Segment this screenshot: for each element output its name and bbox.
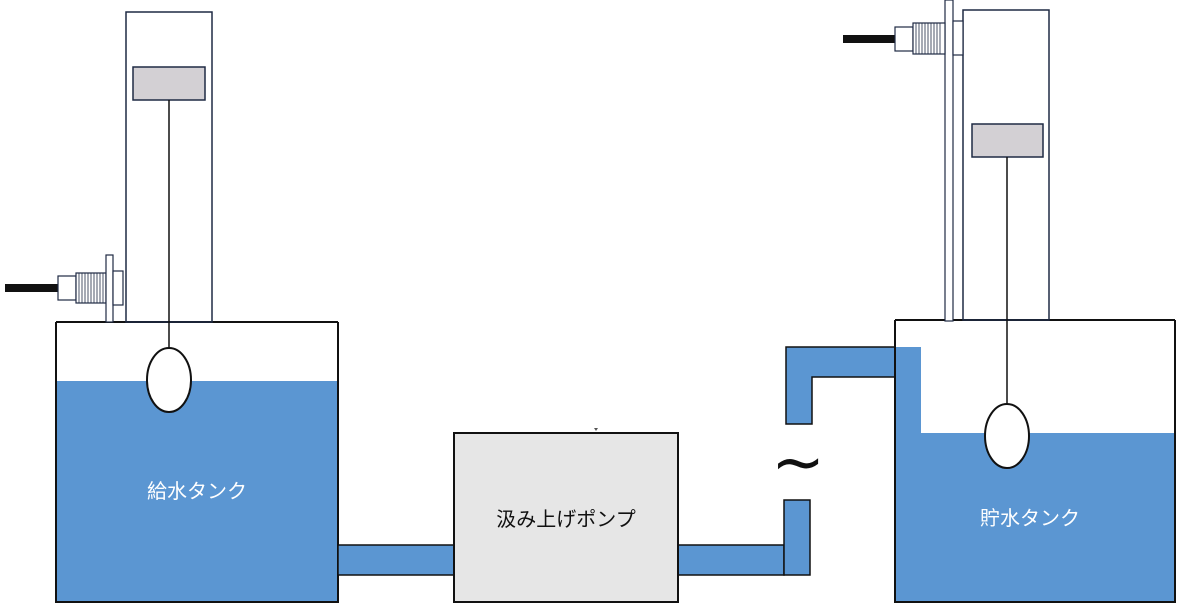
- supply-sensor-mount-plate: [105, 254, 114, 323]
- supply-float-ball: [146, 347, 192, 413]
- storage-sensor-body: [894, 26, 914, 52]
- supply-tank-water: [56, 381, 338, 602]
- supply-level-sensor: [5, 254, 124, 323]
- storage-float-head: [971, 123, 1044, 158]
- supply-float-head: [132, 66, 206, 101]
- pump-label: 汲み上げポンプ: [496, 507, 635, 531]
- storage-sensor-cable: [843, 35, 897, 43]
- pipe-riser-upper: [785, 346, 896, 425]
- supply-sensor-nut: [112, 270, 124, 306]
- supply-tank-label: 給水タンク: [147, 479, 247, 503]
- pipe-tank-to-pump: [337, 544, 455, 576]
- pump: 汲み上げポンプ: [453, 428, 679, 603]
- pipe-riser-lower: [783, 499, 811, 576]
- pump-body: [453, 432, 679, 603]
- supply-tank-outline: [55, 322, 339, 603]
- pipe-pump-outlet: [677, 544, 785, 576]
- storage-tank-label: 貯水タンク: [980, 506, 1080, 530]
- storage-tank-water: [895, 347, 1175, 602]
- pipe-break-mark: ~: [771, 426, 825, 500]
- supply-float-switch: [125, 11, 213, 413]
- supply-sensor-body: [57, 275, 77, 301]
- storage-tank-outline: [894, 320, 1176, 603]
- storage-float-ball: [984, 403, 1030, 469]
- supply-sensor-cable: [5, 284, 59, 292]
- storage-tank: 貯水タンク: [894, 319, 1176, 603]
- storage-level-sensor: [843, 0, 964, 322]
- storage-sensor-nut: [952, 20, 964, 56]
- storage-float-switch: [962, 9, 1050, 469]
- storage-float-column: [962, 9, 1050, 321]
- pipes: [337, 346, 896, 576]
- pump-marker: [594, 428, 598, 431]
- storage-sensor-mount-plate: [944, 0, 954, 322]
- supply-tank: 給水タンク: [55, 321, 339, 603]
